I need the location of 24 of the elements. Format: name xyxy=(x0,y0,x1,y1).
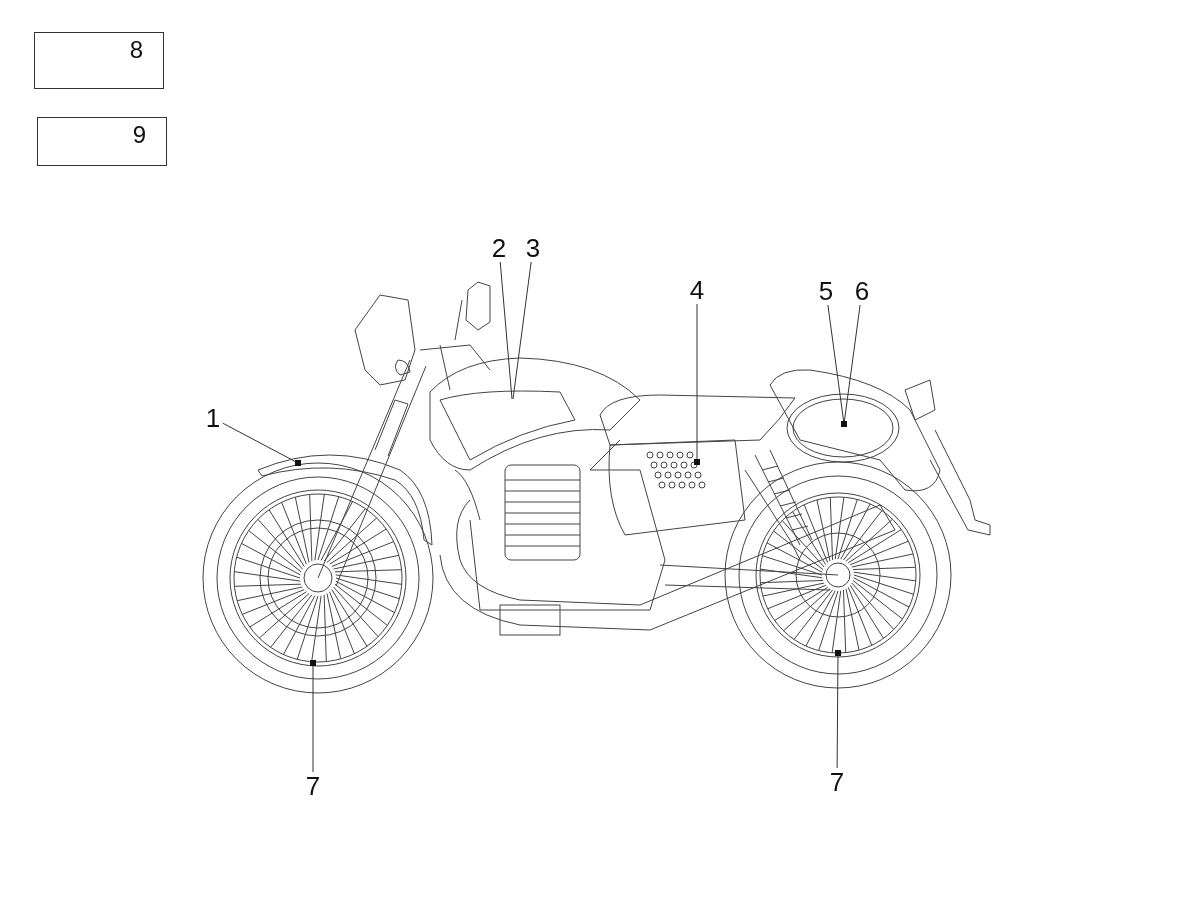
callout-number: 6 xyxy=(852,277,872,305)
callout-number: 3 xyxy=(523,234,543,262)
callout-number: 7 xyxy=(303,772,323,800)
part-box xyxy=(37,117,167,166)
callout-number: 7 xyxy=(827,768,847,796)
leader-line xyxy=(312,665,314,773)
leader-line xyxy=(836,655,839,769)
marker-point xyxy=(694,459,700,465)
callout-number: 1 xyxy=(203,404,223,432)
marker-point xyxy=(841,421,847,427)
leader-line xyxy=(827,304,845,422)
callout-number: 8 xyxy=(129,36,143,64)
leader-line xyxy=(696,303,698,460)
callout-number: 2 xyxy=(489,234,509,262)
marker-point xyxy=(295,460,301,466)
marker-point xyxy=(835,650,841,656)
marker-point xyxy=(310,660,316,666)
leader-line xyxy=(512,261,532,400)
leader-line xyxy=(843,304,861,422)
part-box xyxy=(34,32,164,89)
leader-line xyxy=(499,261,513,400)
callout-number: 9 xyxy=(132,121,146,149)
callout-number: 5 xyxy=(816,277,836,305)
callout-number: 4 xyxy=(687,276,707,304)
